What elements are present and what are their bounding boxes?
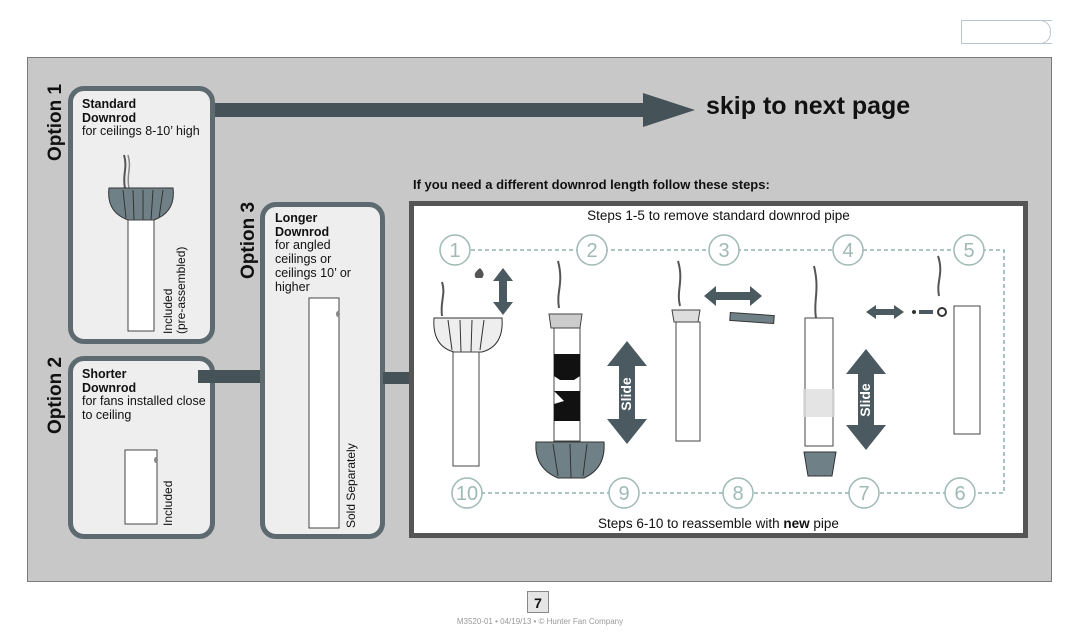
step-4-circle: [832, 234, 864, 266]
option-3-note: Sold Separately: [344, 443, 358, 528]
step-7-number: 7: [858, 483, 869, 505]
steps-diagram: 1 2 3 4 5 10 9 8 7 6: [433, 234, 1005, 509]
option-3-title: Longer Downrod: [275, 211, 330, 239]
step-4-number: 4: [842, 240, 853, 262]
step-8-circle: [722, 477, 754, 509]
step-6-circle: [944, 477, 976, 509]
option-2-description: for fans installed close to ceiling: [82, 394, 206, 422]
step-3-circle: [708, 234, 740, 266]
shorter-downrod-illustration: [124, 449, 158, 525]
step-4-illustration: Slide: [803, 265, 886, 477]
step-3-number: 3: [718, 240, 729, 262]
step-8-number: 8: [732, 483, 743, 505]
step-2-illustration: Slide: [535, 260, 647, 479]
step-5-number: 5: [963, 240, 974, 262]
step-9-circle: [608, 477, 640, 509]
standard-downrod-illustration: [108, 154, 174, 332]
step-1-number: 1: [449, 240, 460, 262]
step-1-circle: [439, 234, 471, 266]
option-1-heading: Option 1: [45, 83, 66, 161]
step-3-illustration: [671, 260, 775, 442]
option-2-heading: Option 2: [45, 356, 66, 434]
step-2-number: 2: [586, 240, 597, 262]
step-4-slide-label: Slide: [857, 383, 873, 417]
step-2-slide-label: Slide: [618, 377, 634, 411]
steps-bottom-caption: Steps 6-10 to reassemble with new pipe: [409, 516, 1028, 531]
longer-downrod-illustration: [308, 297, 340, 529]
steps-bottom-caption-suffix: pipe: [809, 516, 839, 531]
step-5-circle: [953, 234, 985, 266]
steps-bottom-caption-prefix: Steps 6-10 to reassemble with: [598, 516, 784, 531]
option-2-title: Shorter Downrod: [82, 367, 137, 395]
corner-tab: [961, 20, 1052, 44]
step-6-number: 6: [954, 483, 965, 505]
step-1-illustration: [433, 268, 513, 467]
step-9-number: 9: [618, 483, 629, 505]
different-length-instruction: If you need a different downrod length f…: [413, 177, 770, 192]
option-1-title: Standard Downrod: [82, 97, 137, 125]
steps-top-caption: Steps 1-5 to remove standard downrod pip…: [587, 208, 850, 223]
option-3-description: for angled ceilings or ceilings 10’ or h…: [275, 238, 351, 294]
option-3-heading: Option 3: [238, 201, 259, 279]
skip-arrow: [205, 93, 695, 127]
step-5-illustration: [866, 255, 981, 435]
footer-text: M3520-01 • 04/19/13 • © Hunter Fan Compa…: [456, 617, 624, 626]
option-1-description: for ceilings 8-10’ high: [82, 124, 200, 138]
option-2-note: Included: [161, 480, 175, 526]
option-1-note-line2: (pre-assembled): [174, 246, 188, 334]
step-10-circle: [451, 477, 483, 509]
option-1-note: Included (pre-assembled): [161, 246, 188, 334]
steps-bottom-caption-bold: new: [783, 516, 810, 531]
page-number: 7: [527, 591, 549, 613]
skip-to-next-page-text: skip to next page: [706, 92, 911, 120]
step-7-circle: [848, 477, 880, 509]
step-2-circle: [576, 234, 608, 266]
step-10-number: 10: [456, 483, 478, 505]
option-2-connector: [198, 370, 264, 383]
